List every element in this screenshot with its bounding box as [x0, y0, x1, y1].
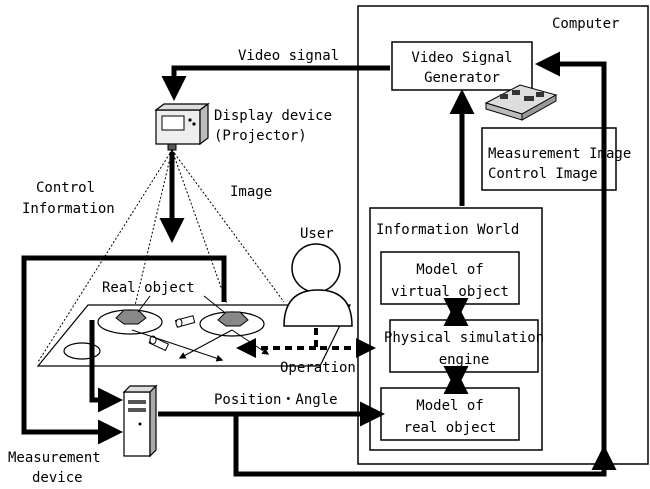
measurement-control-box: Measurement Image Control Image: [481, 127, 631, 191]
video-signal-generator-line1: Video Signal: [411, 50, 512, 66]
measurement-device-line1: Measurement: [8, 450, 101, 466]
motion-arrow: [178, 329, 233, 359]
control-information-line1: Control: [36, 180, 95, 196]
real-model-line1: Model of: [416, 398, 483, 414]
operation-label: Operation: [280, 360, 356, 376]
real-object-pointer: [137, 295, 151, 313]
real-object-label: Real object: [102, 280, 195, 296]
user-figure: [283, 243, 353, 327]
video-signal-label: Video signal: [238, 48, 339, 64]
video-signal-generator-line2: Generator: [424, 70, 500, 86]
control-loop-outer: [21, 255, 227, 445]
measurement-image-label: Measurement Image: [488, 146, 631, 162]
virtual-model-line1: Model of: [416, 262, 483, 278]
motion-arrow: [131, 329, 224, 362]
small-cylinder: [174, 315, 196, 328]
physics-engine-box: [389, 319, 539, 373]
control-loop-inner: [89, 320, 123, 413]
physics-engine-line1: Physical simulation: [384, 330, 544, 346]
hardware-icon: [484, 84, 558, 121]
measurement-device-line2: device: [32, 470, 83, 486]
real-model-box: [380, 387, 520, 441]
video-signal-generator: Video Signal Generator: [391, 41, 533, 91]
operation-arrow-right: [314, 328, 376, 358]
computer-box: Computer: [357, 5, 649, 465]
user-label: User: [300, 226, 334, 242]
information-world-box: Information World Model of virtual objec…: [369, 207, 544, 451]
real-object-pointer: [203, 295, 225, 313]
measurement-device-icon: [122, 384, 158, 458]
virtual-model-box: [380, 251, 520, 305]
information-world-title: Information World: [376, 222, 519, 238]
virtual-model-line2: virtual object: [391, 284, 509, 300]
display-device-line1: Display device: [214, 108, 332, 124]
projector-icon: [154, 102, 210, 151]
real-model-line2: real object: [404, 420, 497, 436]
real-object-right: [199, 311, 265, 337]
video-signal-arrow: [161, 65, 390, 101]
physics-engine-line2: engine: [439, 352, 490, 368]
image-label: Image: [230, 184, 272, 200]
computer-title: Computer: [552, 16, 619, 32]
position-angle-label: Position・Angle: [214, 392, 338, 408]
control-information-line2: Information: [22, 201, 115, 217]
display-device-line2: (Projector): [214, 128, 307, 144]
real-object-left: [97, 309, 163, 335]
control-image-label: Control Image: [488, 166, 598, 182]
table-marker: [63, 342, 101, 360]
